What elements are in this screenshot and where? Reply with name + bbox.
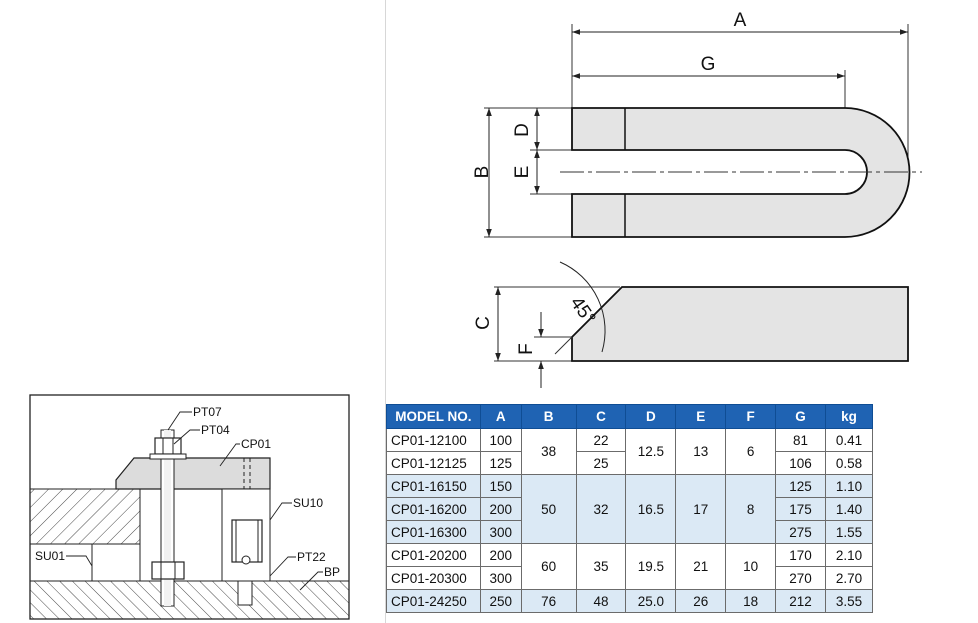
cell-d: 12.5: [625, 428, 677, 475]
table-row: CP01-16200 200 175 1.40: [386, 497, 874, 521]
cell-kg: 0.41: [824, 428, 874, 452]
cell-b: 76: [520, 589, 577, 613]
cell-model: CP01-12100: [386, 428, 481, 452]
label-bp: BP: [324, 565, 340, 579]
cell-g: 275: [775, 520, 826, 544]
cell-g: 106: [775, 451, 826, 475]
col-header-g: G: [775, 404, 826, 429]
col-header-kg: kg: [824, 404, 874, 429]
col-header-b: B: [520, 404, 577, 429]
cell-a: 200: [479, 497, 522, 521]
support-block-su01: [91, 543, 141, 582]
clamp-top-view: A G B D E: [472, 10, 922, 238]
clamp-cp01: [115, 457, 271, 490]
workpiece: [29, 488, 141, 545]
label-cp01: CP01: [241, 437, 271, 451]
dim-label-b: B: [472, 166, 493, 179]
clamp-side-body: [571, 286, 909, 362]
cell-e: 21: [675, 543, 727, 590]
cell-model: CP01-16200: [386, 497, 481, 521]
cell-g: 212: [775, 589, 826, 613]
col-header-a: A: [479, 404, 522, 429]
cell-d: 19.5: [625, 543, 677, 590]
cell-b: 60: [520, 543, 577, 590]
table-header-row: MODEL NO. A B C D E F G kg: [386, 404, 874, 429]
cell-g: 81: [775, 428, 826, 452]
clamp-u-outline: [571, 107, 911, 238]
cell-kg: 1.55: [824, 520, 874, 544]
cell-f: 18: [725, 589, 777, 613]
col-header-f: F: [725, 404, 777, 429]
label-pt07: PT07: [193, 405, 222, 419]
cell-f: 10: [725, 543, 777, 590]
cell-model: CP01-16150: [386, 474, 481, 498]
dim-label-e: E: [512, 166, 533, 179]
col-header-model: MODEL NO.: [386, 404, 481, 429]
cell-g: 270: [775, 566, 826, 590]
clamp-side-view: C F 45°: [473, 261, 909, 388]
cell-c: 25: [575, 451, 627, 475]
assembly-drawing: PT07 PT04 CP01 SU10 SU01 PT22 BP: [29, 394, 350, 620]
cell-kg: 1.40: [824, 497, 874, 521]
cell-kg: 0.58: [824, 451, 874, 475]
table-row: CP01-16300 300 275 1.55: [386, 520, 874, 544]
dim-label-g: G: [701, 54, 716, 75]
cell-f: 6: [725, 428, 777, 475]
cell-d: 25.0: [625, 589, 677, 613]
label-pt22: PT22: [297, 550, 326, 564]
base-plate: [29, 580, 350, 620]
cell-c: 48: [575, 589, 627, 613]
label-su01: SU01: [35, 549, 65, 563]
col-header-e: E: [675, 404, 727, 429]
cell-kg: 2.10: [824, 543, 874, 567]
cell-kg: 3.55: [824, 589, 874, 613]
cell-a: 100: [479, 428, 522, 452]
dim-label-a: A: [734, 10, 747, 31]
t-nut: [151, 561, 185, 580]
col-header-c: C: [575, 404, 627, 429]
cell-e: 17: [675, 474, 727, 544]
cell-a: 300: [479, 566, 522, 590]
table-row: CP01-12125 125 25 106 0.58: [386, 451, 874, 475]
cell-b: 50: [520, 474, 577, 544]
label-pt04: PT04: [201, 423, 230, 437]
cell-kg: 1.10: [824, 474, 874, 498]
cell-c: 32: [575, 474, 627, 544]
cell-model: CP01-20300: [386, 566, 481, 590]
cell-kg: 2.70: [824, 566, 874, 590]
cell-a: 250: [479, 589, 522, 613]
cell-a: 200: [479, 543, 522, 567]
cell-model: CP01-20200: [386, 543, 481, 567]
page-divider: [385, 0, 386, 623]
cell-model: CP01-12125: [386, 451, 481, 475]
table-row: CP01-12100 100 38 22 12.5 13 6 81 0.41: [386, 428, 874, 475]
cell-e: 26: [675, 589, 727, 613]
cell-model: CP01-16300: [386, 520, 481, 544]
cell-a: 300: [479, 520, 522, 544]
table-row: CP01-16150 150 50 32 16.5 17 8 125 1.10: [386, 474, 874, 544]
cell-c: 35: [575, 543, 627, 590]
table-row: CP01-20200 200 60 35 19.5 21 10 170 2.10: [386, 543, 874, 590]
cell-e: 13: [675, 428, 727, 475]
cell-d: 16.5: [625, 474, 677, 544]
cell-g: 125: [775, 474, 826, 498]
dim-label-c: C: [473, 316, 494, 330]
angle-arc: [559, 261, 606, 353]
dim-label-f: F: [516, 343, 537, 355]
cell-g: 175: [775, 497, 826, 521]
cell-a: 150: [479, 474, 522, 498]
nut-pt04: [154, 437, 182, 455]
col-header-d: D: [625, 404, 677, 429]
label-su10: SU10: [293, 496, 323, 510]
cell-g: 170: [775, 543, 826, 567]
cell-model: CP01-24250: [386, 589, 481, 613]
cell-c: 22: [575, 428, 627, 452]
cell-b: 38: [520, 428, 577, 475]
cell-a: 125: [479, 451, 522, 475]
spec-table: MODEL NO. A B C D E F G kg CP01-12100 10…: [386, 404, 874, 613]
dim-label-d: D: [512, 123, 533, 137]
cell-f: 8: [725, 474, 777, 544]
table-row: CP01-24250 250 76 48 25.0 26 18 212 3.55: [386, 589, 874, 613]
